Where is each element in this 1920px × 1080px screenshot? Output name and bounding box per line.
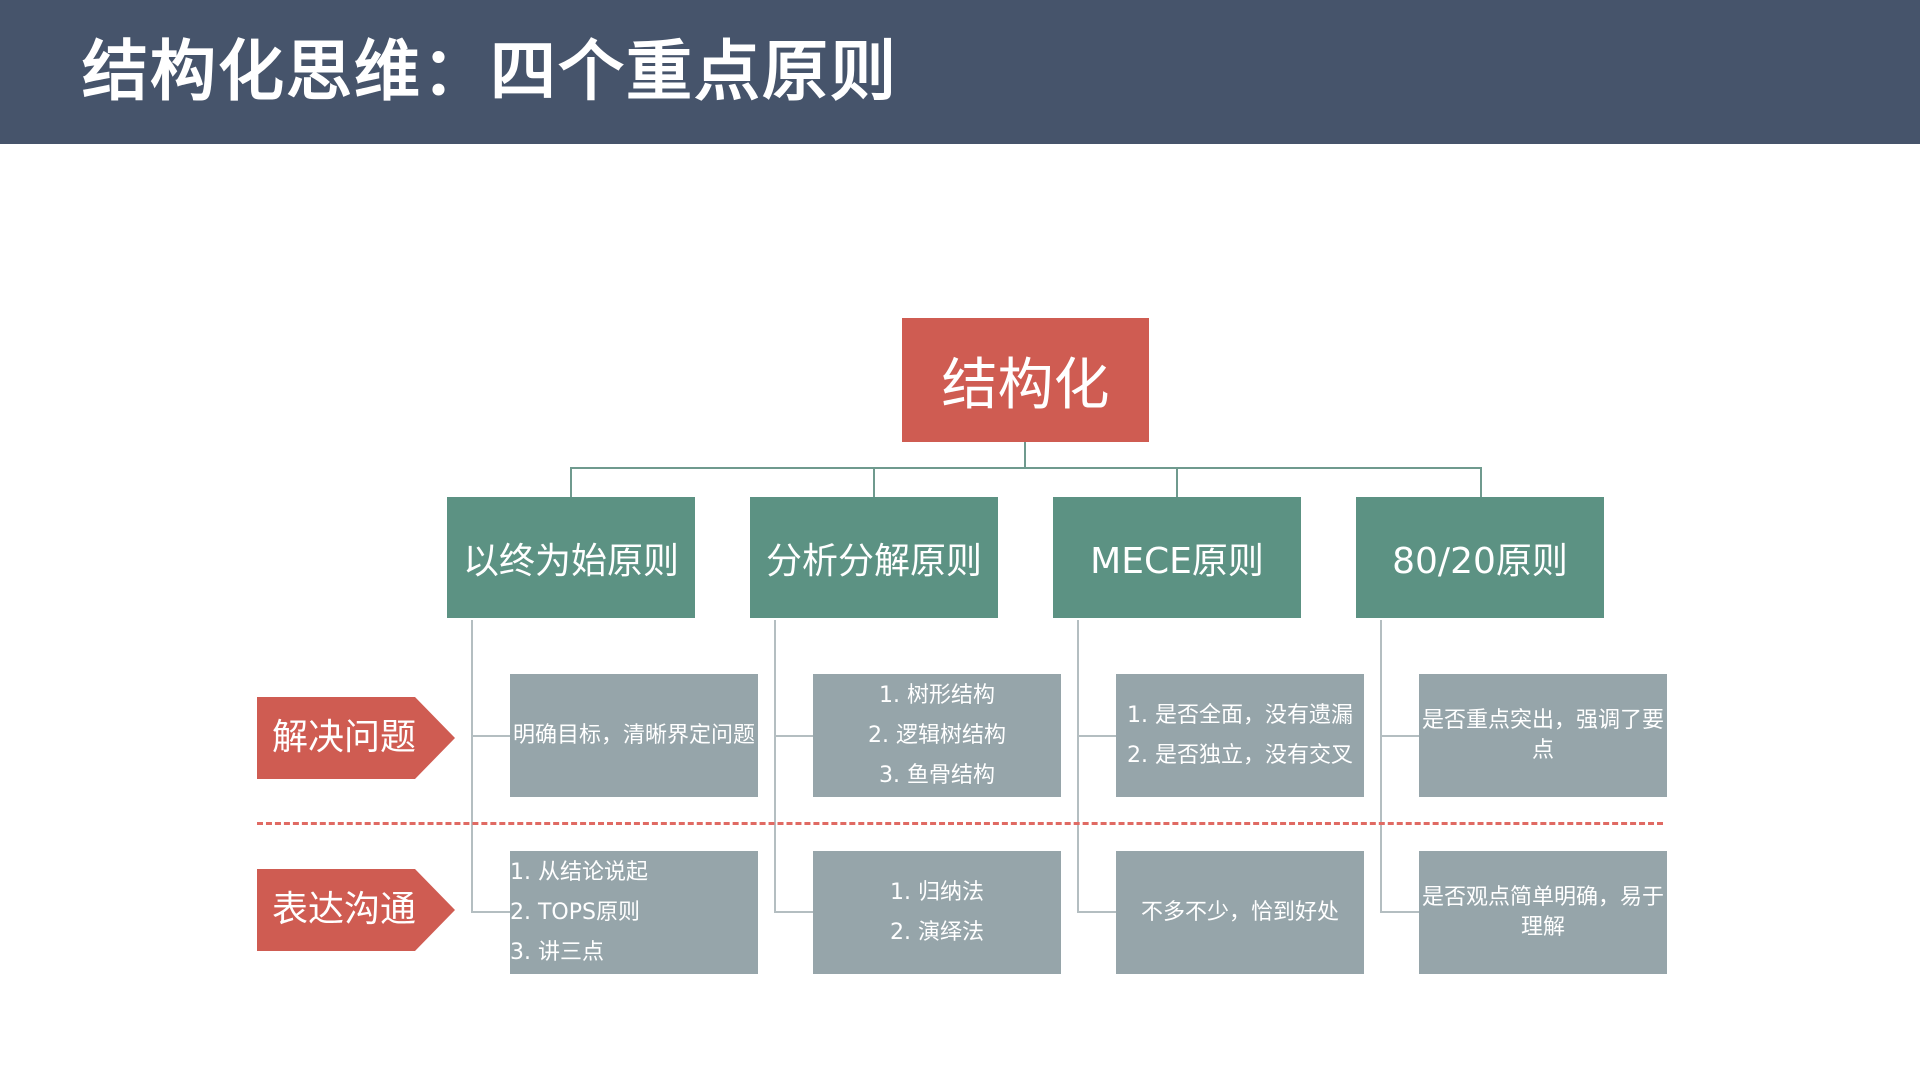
row-tag-problem-solving: 解决问题 <box>257 697 455 779</box>
bracket-branch-1a <box>471 735 510 737</box>
row-tag-label: 解决问题 <box>271 717 416 758</box>
principle-80-20: 80/20原则 <box>1356 497 1604 618</box>
connector-principle-1 <box>570 467 572 497</box>
bracket-vertical-1 <box>471 620 473 913</box>
bracket-branch-4b <box>1380 911 1419 913</box>
detail-communication-mece: 不多不少，恰到好处 <box>1116 851 1364 974</box>
bracket-vertical-4 <box>1380 620 1382 913</box>
connector-horizontal-bar <box>570 467 1482 469</box>
principle-begin-with-end: 以终为始原则 <box>447 497 695 618</box>
bracket-branch-3a <box>1077 735 1116 737</box>
root-node: 结构化 <box>902 318 1149 442</box>
bracket-branch-1b <box>471 911 510 913</box>
bracket-vertical-3 <box>1077 620 1079 913</box>
detail-line: 1. 从结论说起 <box>510 859 648 885</box>
detail-line: 2. 演绎法 <box>890 919 984 945</box>
tag-arrow-shape <box>257 869 455 951</box>
detail-text: 明确目标，清晰界定问题 <box>512 722 755 748</box>
detail-communication-begin-with-end: 1. 从结论说起 2. TOPS原则 3. 讲三点 <box>510 851 758 974</box>
connector-principle-4 <box>1480 467 1482 497</box>
detail-problem-mece: 1. 是否全面，没有遗漏 2. 是否独立，没有交叉 <box>1116 674 1364 797</box>
bracket-branch-3b <box>1077 911 1116 913</box>
detail-line: 1. 树形结构 <box>879 682 995 708</box>
principle-mece: MECE原则 <box>1053 497 1301 618</box>
bracket-branch-4a <box>1380 735 1419 737</box>
detail-communication-80-20: 是否观点简单明确，易于理解 <box>1419 851 1667 974</box>
connector-root-stem <box>1024 442 1026 468</box>
detail-line: 2. 逻辑树结构 <box>868 722 1006 748</box>
row-divider <box>257 822 1663 825</box>
detail-line: 3. 鱼骨结构 <box>879 762 995 788</box>
detail-problem-analysis: 1. 树形结构 2. 逻辑树结构 3. 鱼骨结构 <box>813 674 1061 797</box>
detail-problem-begin-with-end: 明确目标，清晰界定问题 <box>510 674 758 797</box>
bracket-branch-2a <box>774 735 813 737</box>
bracket-vertical-2 <box>774 620 776 913</box>
detail-text: 是否观点简单明确，易于理解 <box>1421 884 1664 940</box>
row-tag-label: 表达沟通 <box>271 889 416 930</box>
detail-communication-analysis: 1. 归纳法 2. 演绎法 <box>813 851 1061 974</box>
connector-principle-3 <box>1176 467 1178 497</box>
principle-analysis-decomposition: 分析分解原则 <box>750 497 998 618</box>
detail-problem-80-20: 是否重点突出，强调了要点 <box>1419 674 1667 797</box>
detail-line: 2. 是否独立，没有交叉 <box>1127 742 1353 768</box>
tag-arrow-shape <box>257 697 455 779</box>
row-tag-communication: 表达沟通 <box>257 869 455 951</box>
bracket-branch-2b <box>774 911 813 913</box>
detail-text: 是否重点突出，强调了要点 <box>1421 707 1664 763</box>
detail-line: 2. TOPS原则 <box>510 899 640 925</box>
title-bar: 结构化思维：四个重点原则 <box>0 0 1920 144</box>
connector-principle-2 <box>873 467 875 497</box>
detail-line: 不多不少，恰到好处 <box>1140 900 1339 925</box>
page-title: 结构化思维：四个重点原则 <box>82 33 898 110</box>
detail-line: 1. 是否全面，没有遗漏 <box>1127 702 1353 728</box>
detail-line: 1. 归纳法 <box>890 879 984 905</box>
detail-line: 3. 讲三点 <box>510 939 604 965</box>
